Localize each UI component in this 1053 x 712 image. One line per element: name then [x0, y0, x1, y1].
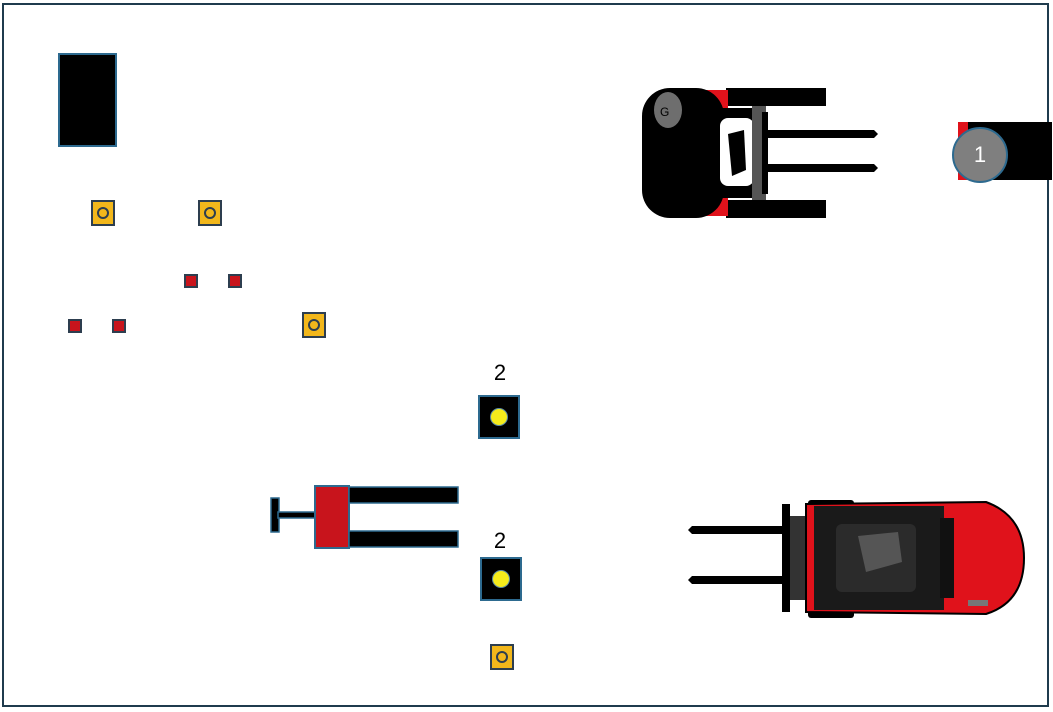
red-marker: [112, 319, 126, 333]
red-marker: [68, 319, 82, 333]
black-block: [58, 53, 117, 147]
yellow-marker: [198, 200, 222, 226]
pallet-jack: [270, 485, 459, 549]
light-label: 2: [493, 528, 507, 553]
yellow-marker: [302, 312, 326, 338]
forklift: G: [642, 88, 878, 218]
light-label: 2: [493, 360, 507, 385]
dock-badge: 1: [952, 127, 1008, 183]
yellow-marker: [490, 644, 514, 670]
signal-light: [480, 557, 522, 601]
forklift: [688, 500, 1026, 618]
red-marker: [228, 274, 242, 288]
red-marker: [184, 274, 198, 288]
yellow-marker: [91, 200, 115, 226]
signal-light: [478, 395, 520, 439]
svg-text:G: G: [660, 105, 669, 119]
